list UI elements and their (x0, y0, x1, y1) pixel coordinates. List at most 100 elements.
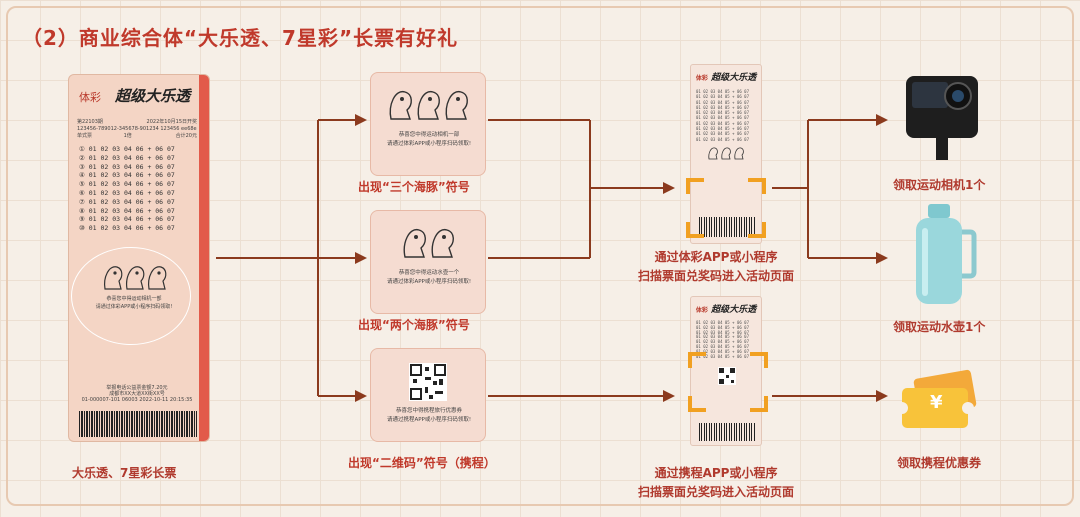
branch-msg: 恭喜您中得运动相机一部 请通过体彩APP或小程序扫码领取! (377, 131, 481, 149)
three-dolphins-icon (104, 266, 167, 290)
ticket-col-head: 单式票 (77, 133, 93, 139)
ticket-issue: 第22103期 (77, 119, 103, 125)
ticket-barcode (79, 411, 197, 437)
branch-msg: 恭喜您中得携程旅行优惠券 请通过携程APP或小程序扫码领取! (377, 407, 481, 425)
ticket-prize-msg: 恭喜您中得运动相机一部 请通过体彩APP或小程序扫码领取! (79, 295, 189, 311)
scan-ticket-barcode (699, 217, 755, 237)
two-dolphins-icon (403, 229, 454, 258)
scan-ticket-logo: 体彩 超级大乐透 (691, 70, 761, 83)
ticket-serial: 123456-789012-345678-901234 (77, 126, 159, 132)
ticket-col-mult: 1倍 (123, 133, 132, 139)
three-dolphins-icon (708, 147, 744, 160)
branch-label-two-dolphins: 出现“两个海豚”符号 (358, 318, 470, 332)
scan-corners-icon (688, 352, 768, 412)
ticket-row: ⑤ 01 02 03 04 06 + 06 07 (79, 180, 175, 189)
ticket-red-strip (199, 75, 209, 441)
branch-msg-line1: 恭喜您中得运动相机一部 (398, 132, 460, 138)
ticket-brand: 体彩 (79, 91, 101, 104)
scan-caption-line1: 通过体彩APP或小程序 (654, 250, 778, 264)
branch-msg-line1: 恭喜您中得携程旅行优惠券 (395, 408, 462, 414)
small-row: 01 02 03 04 05 + 06 07 (696, 104, 749, 110)
small-row: 01 02 03 04 05 + 06 07 (696, 324, 749, 330)
scan-caption-line2: 扫描票面兑奖码进入活动页面 (638, 485, 795, 499)
branch-msg-line2: 请通过体彩APP或小程序扫码领取! (386, 279, 472, 285)
ticket-number-rows: ① 01 02 03 04 06 + 06 07 ② 01 02 03 04 0… (79, 145, 175, 233)
small-row: 01 02 03 04 05 + 06 07 (696, 334, 749, 340)
small-row: 01 02 03 04 05 + 06 07 (696, 110, 749, 116)
scan-frame (688, 352, 768, 412)
small-row: 01 02 03 04 05 + 06 07 (696, 343, 749, 349)
ticket-foot-line2: 成都市XX大道XX街XX号 (109, 391, 165, 397)
scan-ticket-logo-text: 超级大乐透 (711, 73, 757, 83)
qr-code-icon (409, 363, 447, 401)
ticket-row: ⑧ 01 02 03 04 06 + 06 07 (79, 206, 175, 215)
small-row: 01 02 03 04 05 + 06 07 (696, 126, 749, 132)
small-row: 01 02 03 04 05 + 06 07 (696, 120, 749, 126)
scan-caption-ctrip: 通过携程APP或小程序 扫描票面兑奖码进入活动页面 (638, 464, 794, 502)
scan-ticket-brand: 体彩 (695, 307, 708, 314)
camera-icon (906, 76, 978, 160)
branch-msg-line2: 请通过携程APP或小程序扫码领取! (386, 417, 472, 423)
prize-label-camera: 领取运动相机1个 (893, 178, 986, 192)
scan-caption-line2: 扫描票面兑奖码进入活动页面 (638, 269, 795, 283)
long-ticket: 体彩 超级大乐透 第22103期 2022年10月15日开奖 123456-78… (68, 74, 210, 442)
scan-ticket-barcode (699, 423, 755, 441)
ticket-col-total: 合计20元 (175, 133, 197, 139)
highlight-oval (71, 247, 191, 345)
branch-box-qrcode: 恭喜您中得携程旅行优惠券 请通过携程APP或小程序扫码领取! (370, 348, 486, 442)
branch-label-three-dolphins: 出现“三个海豚”符号 (358, 180, 470, 194)
ticket-row: ② 01 02 03 04 06 + 06 07 (79, 153, 175, 162)
qr-code-icon (718, 367, 736, 385)
scan-frame (686, 178, 766, 238)
ticket-msg-line1: 恭喜您中得运动相机一部 (106, 296, 162, 302)
ticket-row: ⑦ 01 02 03 04 06 + 06 07 (79, 197, 175, 206)
scan-ticket-tc: 体彩 超级大乐透 01 02 03 04 05 + 06 07 01 02 03… (690, 64, 762, 244)
ticket-msg-line2: 请通过体彩APP或小程序扫码领取! (95, 304, 173, 310)
scan-caption-tc: 通过体彩APP或小程序 扫描票面兑奖码进入活动页面 (638, 248, 794, 286)
ticket-code: 123456 (160, 126, 180, 132)
scan-ticket-rows: 01 02 03 04 05 + 06 07 01 02 03 04 05 + … (696, 89, 761, 142)
ticket-row: ④ 01 02 03 04 06 + 06 07 (79, 171, 175, 180)
ticket-row: ⑨ 01 02 03 04 06 + 06 07 (79, 215, 175, 224)
scan-ticket-logo: 体彩 超级大乐透 (691, 302, 761, 315)
ticket-check: ee68e (181, 126, 197, 132)
ticket-footer: 举报电话公益票金额7.20元 成都市XX大道XX街XX号 01-000007-1… (77, 385, 197, 403)
three-dolphins-icon (389, 91, 468, 120)
small-row: 01 02 03 04 05 + 06 07 (696, 94, 749, 100)
small-row: 01 02 03 04 05 + 06 07 (696, 115, 749, 121)
prize-label-bottle: 领取运动水壶1个 (893, 320, 986, 334)
scan-caption-line1: 通过携程APP或小程序 (654, 466, 778, 480)
small-row: 01 02 03 04 05 + 06 07 (696, 353, 749, 359)
scan-ticket-ctrip: 体彩 超级大乐透 01 02 03 04 05 + 06 07 01 02 03… (690, 296, 762, 446)
small-row: 01 02 03 04 05 + 06 07 (696, 348, 749, 354)
small-row: 01 02 03 04 05 + 06 07 (696, 131, 749, 137)
water-bottle-icon (916, 204, 977, 304)
scan-ticket-brand: 体彩 (695, 75, 708, 82)
branch-msg: 恭喜您中得运动水壶一个 请通过体彩APP或小程序扫码领取! (377, 269, 481, 287)
ticket-row: ③ 01 02 03 04 06 + 06 07 (79, 162, 175, 171)
ticket-meta: 第22103期 2022年10月15日开奖 123456-789012-3456… (77, 119, 197, 140)
branch-box-three-dolphins: 恭喜您中得运动相机一部 请通过体彩APP或小程序扫码领取! (370, 72, 486, 176)
ticket-row: ⑥ 01 02 03 04 06 + 06 07 (79, 188, 175, 197)
small-row: 01 02 03 04 05 + 06 07 (696, 89, 749, 94)
ticket-logo: 超级大乐透 (115, 87, 191, 105)
small-row: 01 02 03 04 05 + 06 07 (696, 339, 749, 345)
scan-ticket-logo-text: 超级大乐透 (711, 305, 757, 315)
ticket-row: ⑩ 01 02 03 04 06 + 06 07 (79, 224, 175, 233)
scan-corners-icon (686, 178, 766, 238)
ticket-foot-line3: 01-000007-101 06003 2022-10-11 20:15:35 (81, 397, 193, 403)
coupon-icon (896, 369, 977, 428)
coupon-symbol: ¥ (930, 392, 943, 413)
branch-msg-line1: 恭喜您中得运动水壶一个 (398, 270, 460, 276)
page-title: （2）商业综合体“大乐透、7星彩”长票有好礼 (22, 26, 459, 50)
small-row: 01 02 03 04 05 + 06 07 (696, 320, 749, 325)
ticket-row: ① 01 02 03 04 06 + 06 07 (79, 145, 175, 153)
scan-ticket-rows: 01 02 03 04 05 + 06 07 01 02 03 04 05 + … (696, 320, 761, 359)
ticket-foot-line1: 举报电话公益票金额7.20元 (106, 385, 168, 391)
branch-box-two-dolphins: 恭喜您中得运动水壶一个 请通过体彩APP或小程序扫码领取! (370, 210, 486, 314)
frame-border (6, 6, 1074, 506)
branch-msg-line2: 请通过体彩APP或小程序扫码领取! (386, 141, 472, 147)
small-row: 01 02 03 04 05 + 06 07 (696, 99, 749, 105)
